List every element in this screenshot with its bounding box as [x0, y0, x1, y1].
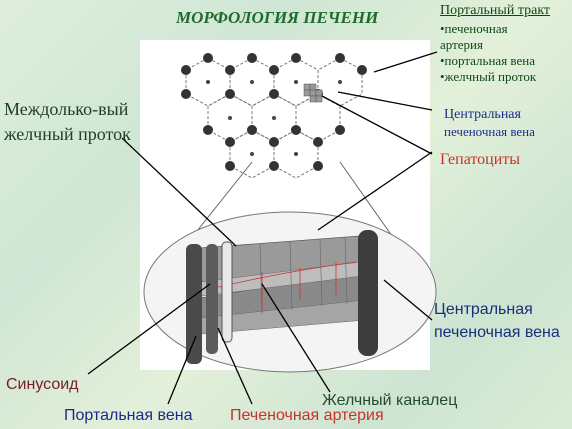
central-vein-bottom-label: Центральная печеночная вена [434, 301, 560, 341]
central-vein-cylinder [358, 230, 378, 356]
sinusoid-label: Синусоид [6, 376, 79, 393]
portal-tract-heading: Портальный тракт [440, 3, 551, 18]
central-vein-dots [206, 80, 342, 156]
central-vein-top-label: Центральная печеночная вена [444, 106, 535, 140]
central-vein-top-line1: Центральная [444, 107, 521, 122]
portal-tract-item: •портальная вена [440, 53, 535, 68]
hepatocytes-label: Гепатоциты [440, 151, 521, 168]
portal-tract-item: •печеночная [440, 21, 508, 36]
hepatic-artery-label: Печеночная артерия [230, 407, 384, 424]
central-vein-top-line2: печеночная вена [444, 124, 535, 139]
interlobular-bile-duct-label: Междолько-вый желчный проток [4, 99, 131, 144]
hepatocyte-cluster [303, 83, 323, 103]
portal-tract-list: •печеночная артерия •портальная вена •же… [440, 21, 536, 85]
portal-vessels [186, 241, 233, 364]
page-title: МОРФОЛОГИЯ ПЕЧЕНИ [176, 8, 379, 27]
portal-tract-item: •желчный проток [440, 69, 537, 84]
pointer-lines [87, 51, 438, 405]
portal-vein-label: Портальная вена [64, 407, 193, 424]
portal-tract-item: артерия [440, 37, 483, 52]
bile-canaliculus-label: Желчный каналец [322, 392, 458, 409]
